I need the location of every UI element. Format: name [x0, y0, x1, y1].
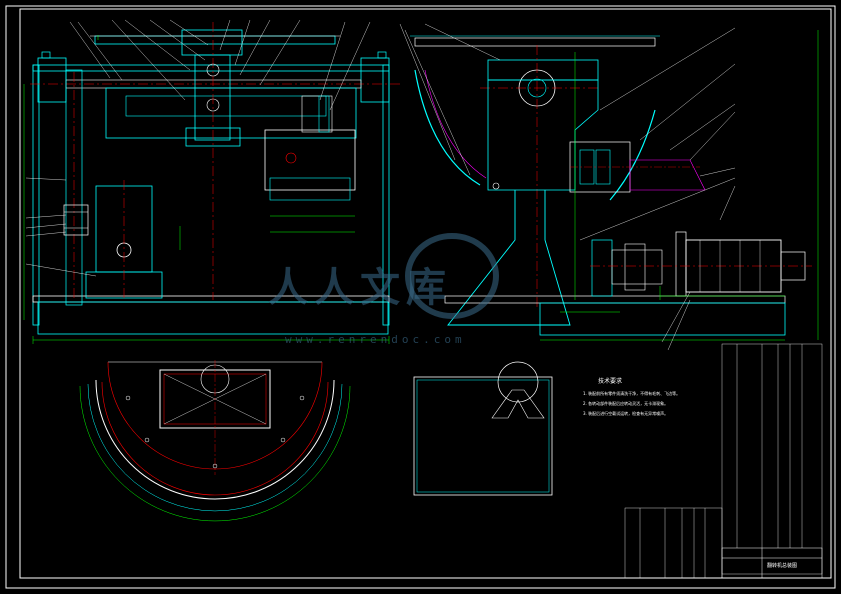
side-view: [410, 35, 812, 336]
section-view-a: [79, 360, 351, 522]
tech-requirement-2: 2. 各转动部件装配后应转动灵活，无卡滞现象。: [583, 401, 669, 406]
front-view-dimensions: [23, 35, 390, 344]
drawing-title: 翻转机总装图: [767, 563, 798, 569]
side-view-dimensions: [540, 30, 819, 341]
side-view-leaders: [399, 23, 736, 351]
watermark-text: 人人文库: [268, 264, 452, 311]
inner-frame: [19, 8, 832, 579]
front-view-leaders: [25, 19, 371, 277]
watermark-url: www.renrendoc.com: [285, 333, 466, 346]
section-view-b: [413, 361, 553, 496]
parts-list-bottom: [624, 507, 723, 579]
watermark-logo-icon: [405, 233, 499, 319]
tech-requirement-3: 3. 装配后进行空载试运转，检查有无异常噪声。: [583, 411, 669, 416]
tech-requirements-title: 技术要求: [598, 378, 623, 385]
title-block: [721, 547, 823, 579]
outer-frame: [5, 5, 836, 589]
tech-requirement-1: 1. 装配前所有零件须清洗干净，不得有毛刺、飞边等。: [583, 391, 681, 396]
front-view: [30, 22, 400, 335]
parts-list-right: [721, 343, 823, 575]
